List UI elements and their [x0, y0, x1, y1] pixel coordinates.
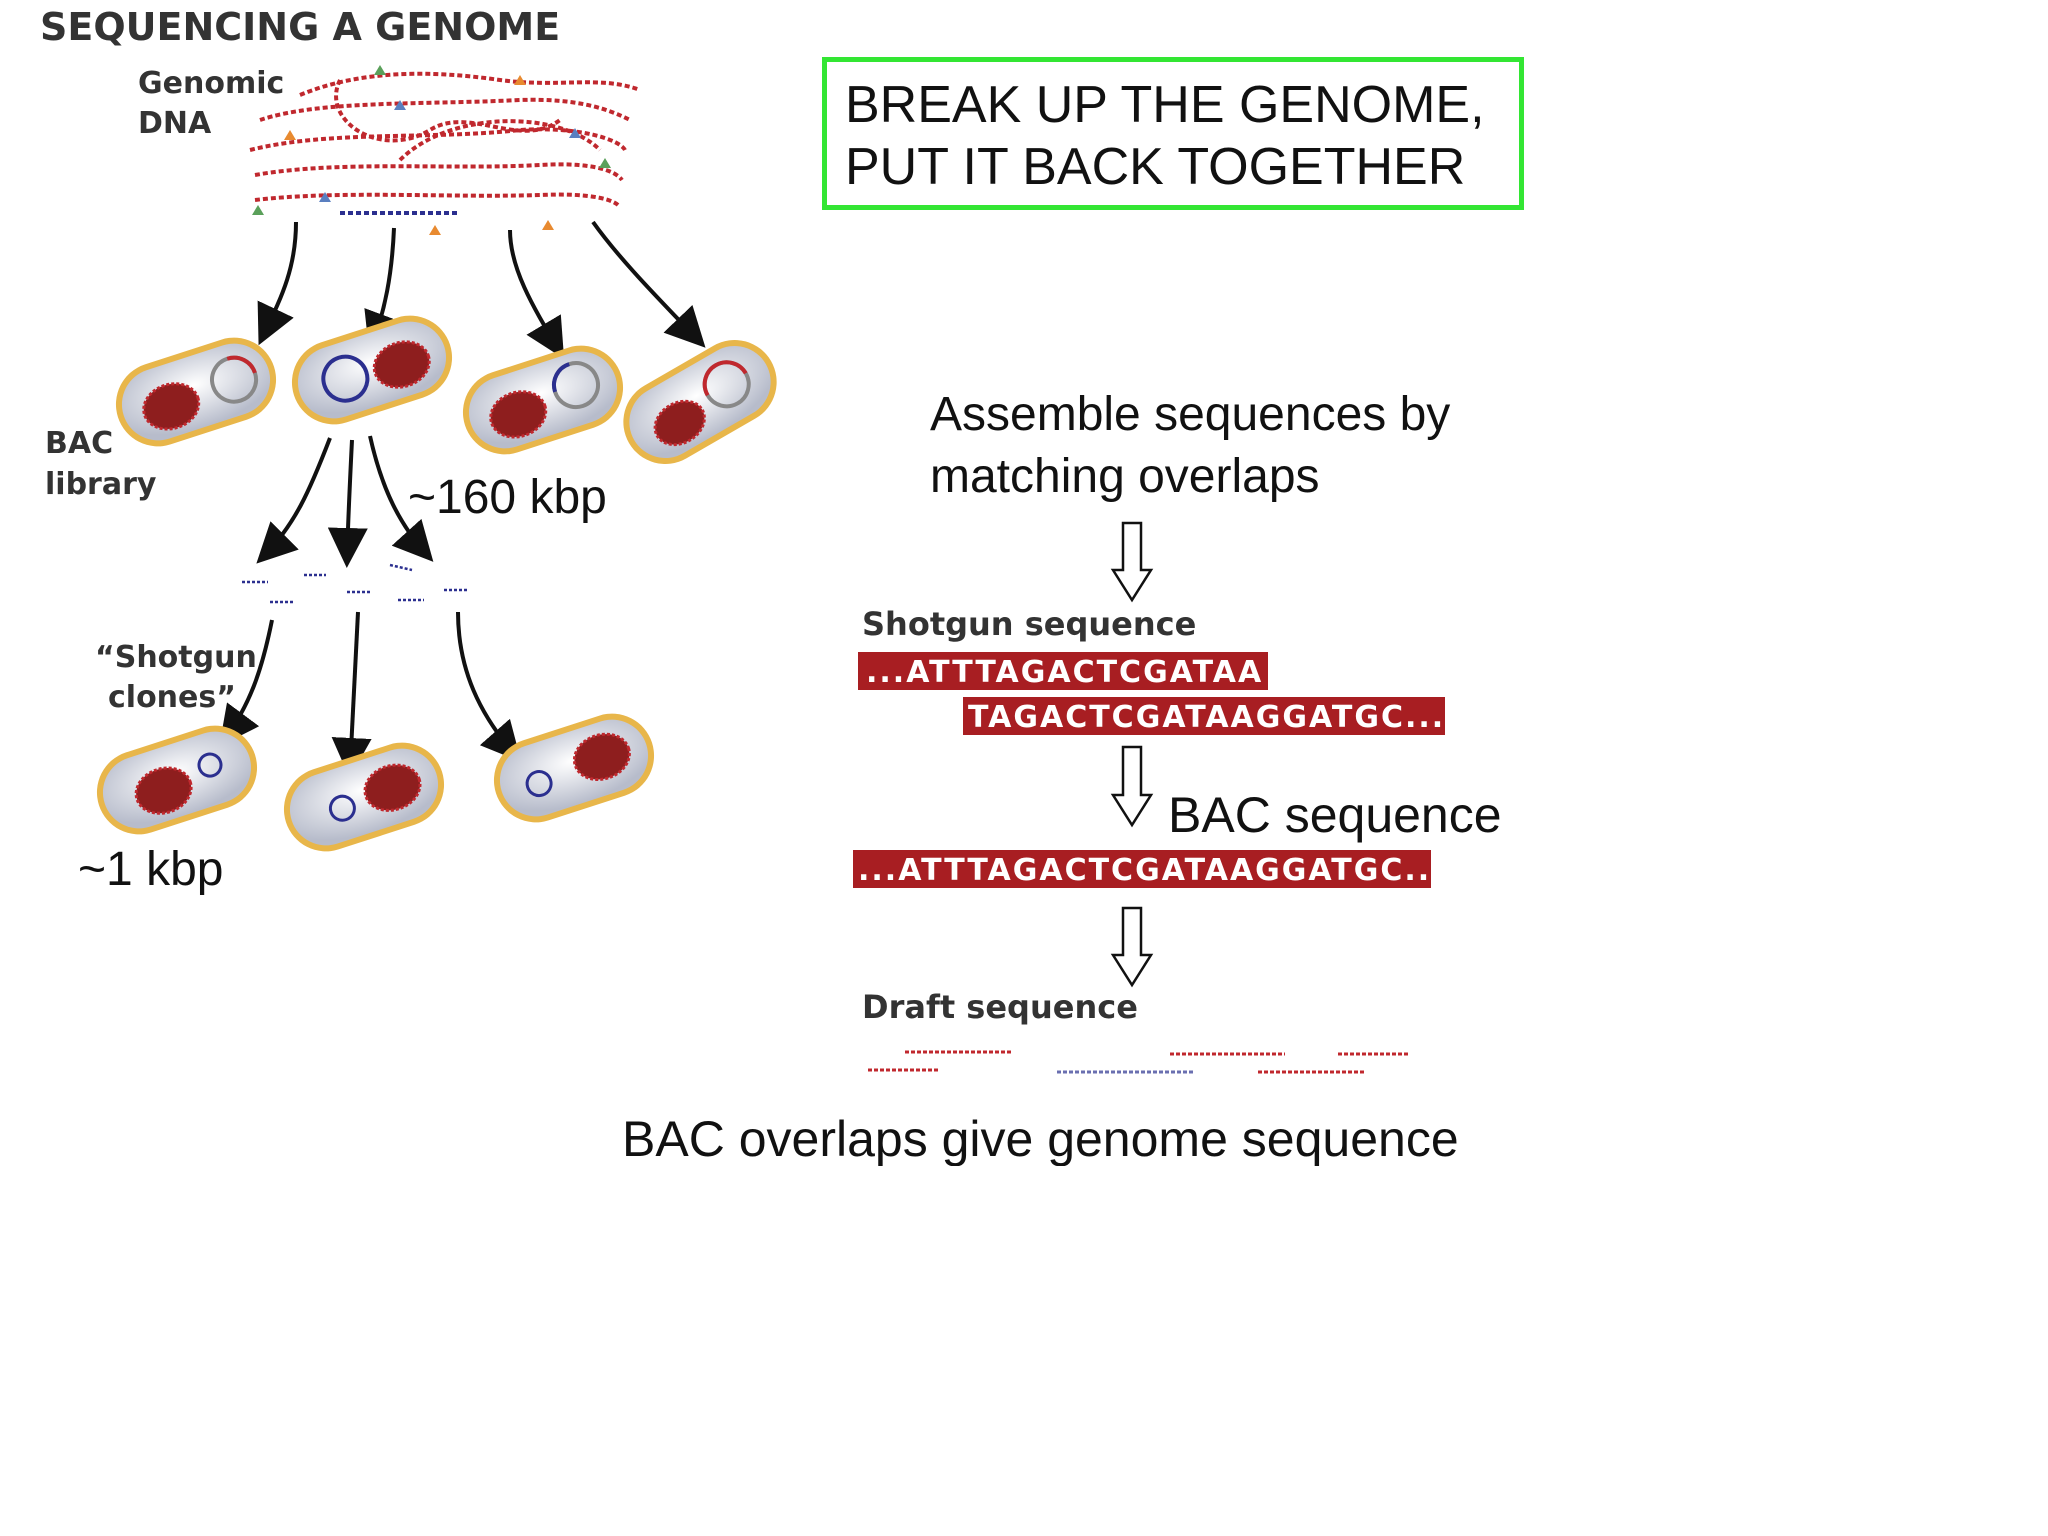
arrows-bac-to-fragments [256, 435, 434, 568]
arrows-genome-to-bac [257, 220, 706, 359]
bac-library-label: BAC [45, 426, 113, 461]
genomic-dna-label: Genomic [138, 66, 284, 101]
shotgun-cell-1 [96, 725, 258, 835]
read2-bar [963, 697, 1445, 735]
shotgun-clones-label-2: clones” [108, 680, 236, 715]
read1-bar [858, 652, 1268, 690]
size-160-kbp: ~160 kbp [408, 471, 607, 524]
bac-cell-2 [291, 315, 453, 425]
bac-library-label-2: library [45, 467, 157, 502]
draft-sequence-heading: Draft sequence [862, 988, 1138, 1026]
down-arrow-3 [1110, 906, 1154, 988]
bac-cell-4 [623, 340, 777, 464]
down-arrow-2 [1110, 745, 1154, 828]
assemble-text-line2: matching overlaps [930, 450, 1320, 503]
bac-cell-3 [462, 345, 624, 455]
size-1-kbp: ~1 kbp [78, 843, 223, 896]
callout-box: BREAK UP THE GENOME, PUT IT BACK TOGETHE… [822, 57, 1524, 210]
genomic-dna-label-2: DNA [138, 106, 212, 141]
shotgun-cell-2 [283, 742, 445, 852]
diagram-canvas: SEQUENCING A GENOME Genomic DNA [40, 5, 1502, 1167]
page-title: SEQUENCING A GENOME [40, 5, 560, 49]
genomic-dna-tangle [249, 71, 641, 207]
bac-sequence-label: BAC sequence [1168, 787, 1502, 843]
callout-line-1: BREAK UP THE GENOME, [845, 76, 1485, 134]
read2-sequence: TAGACTCGATAAGGATGC... [968, 700, 1445, 735]
down-arrow-1 [1110, 521, 1154, 603]
bac-cell-1 [115, 337, 277, 447]
assemble-text-line1: Assemble sequences by [930, 388, 1450, 441]
bac-sequence-bar [853, 850, 1431, 888]
shotgun-sequence-heading: Shotgun sequence [862, 605, 1196, 643]
bac-sequence-text: ...ATTTAGACTCGATAAGGATGC... [858, 853, 1445, 888]
shotgun-cell-3 [493, 713, 655, 823]
draft-sequence-fragments [868, 1050, 1410, 1074]
footer-caption: BAC overlaps give genome sequence [622, 1111, 1459, 1166]
dna-fragments [242, 563, 468, 604]
read1-sequence: ...ATTTAGACTCGATAA [866, 655, 1263, 690]
callout-line-2: PUT IT BACK TOGETHER [845, 138, 1466, 196]
shotgun-clones-label: “Shotgun [95, 640, 257, 675]
dna-cut-markers [252, 65, 611, 235]
arrows-fragments-to-clones [219, 611, 522, 778]
